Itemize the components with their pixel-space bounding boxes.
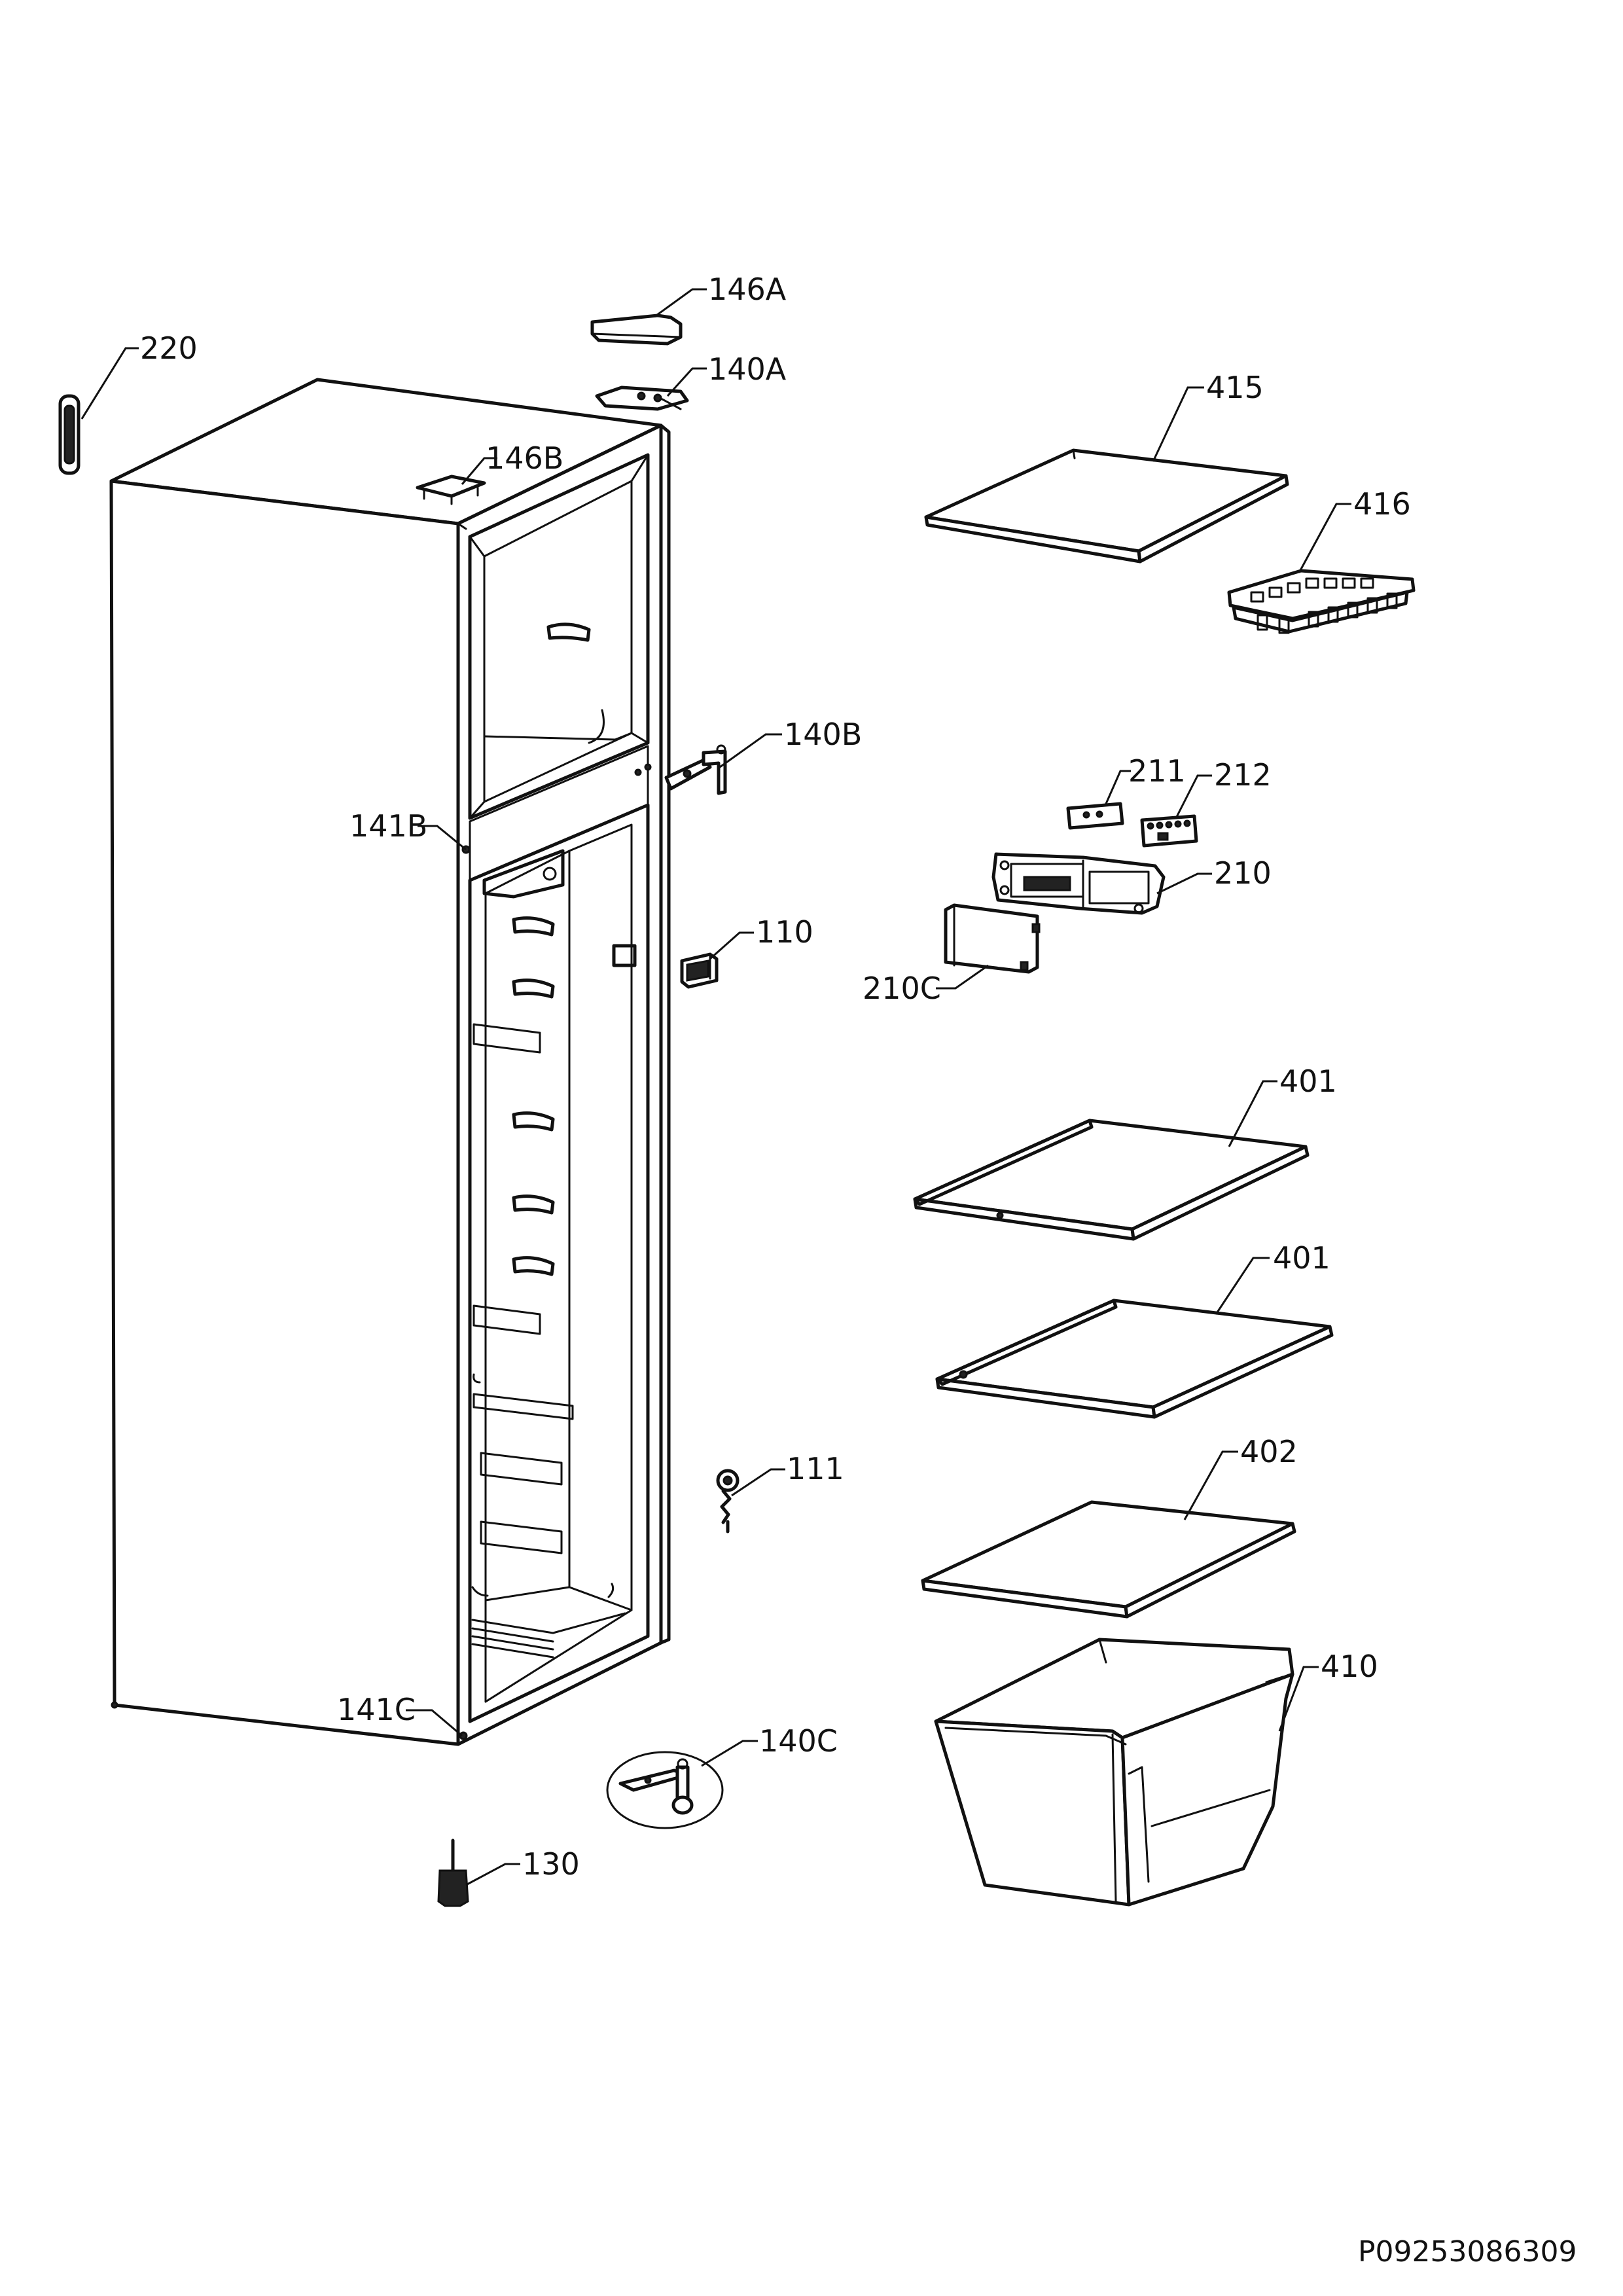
part-111-lamp — [716, 1469, 740, 1534]
part-140A-top-hinge — [595, 386, 689, 411]
label-220: 220 — [140, 331, 198, 366]
label-141C: 141C — [337, 1692, 416, 1727]
part-140B-middle-hinge — [664, 744, 727, 795]
part-130-adjustable-foot — [437, 1839, 469, 1907]
part-410-crisper-drawer — [934, 1638, 1294, 1907]
label-211: 211 — [1128, 753, 1186, 789]
label-140C: 140C — [759, 1723, 838, 1759]
part-212-control-board — [1140, 814, 1198, 848]
label-146A: 146A — [708, 272, 787, 307]
document-number: P09253086309 — [1358, 2235, 1577, 2269]
part-146B-cover-plug — [416, 475, 486, 505]
label-416: 416 — [1353, 486, 1411, 522]
label-401-upper: 401 — [1279, 1064, 1337, 1099]
part-402-crisper-cover — [921, 1500, 1296, 1619]
part-415-freezer-shelf — [924, 448, 1289, 564]
label-111: 111 — [787, 1451, 844, 1486]
label-146B: 146B — [486, 440, 563, 476]
label-415: 415 — [1206, 370, 1264, 405]
label-140A: 140A — [708, 351, 787, 387]
part-110-thermostat — [680, 952, 719, 989]
label-140B: 140B — [784, 717, 862, 752]
label-130: 130 — [522, 1846, 580, 1882]
part-416-ice-tray — [1227, 569, 1416, 634]
label-210: 210 — [1214, 855, 1272, 891]
part-210C-light-cover — [944, 903, 1041, 974]
label-110: 110 — [756, 914, 813, 950]
part-401-glass-shelf-upper — [913, 1119, 1310, 1241]
label-210C: 210C — [863, 971, 941, 1006]
part-141C-screw — [459, 1731, 468, 1740]
refrigerator-cabinet — [109, 378, 671, 1746]
part-220-handle — [58, 394, 80, 475]
part-210-light-control-housing — [991, 852, 1166, 915]
part-211-lamp-holder — [1066, 802, 1124, 830]
label-410: 410 — [1321, 1649, 1378, 1684]
label-401-lower: 401 — [1273, 1240, 1330, 1276]
label-141B: 141B — [349, 808, 427, 844]
label-212: 212 — [1214, 757, 1272, 793]
part-401-glass-shelf-lower — [935, 1299, 1334, 1419]
part-140C-bottom-hinge — [606, 1751, 724, 1829]
part-146A-hinge-cover — [590, 314, 683, 346]
label-402: 402 — [1240, 1434, 1298, 1469]
